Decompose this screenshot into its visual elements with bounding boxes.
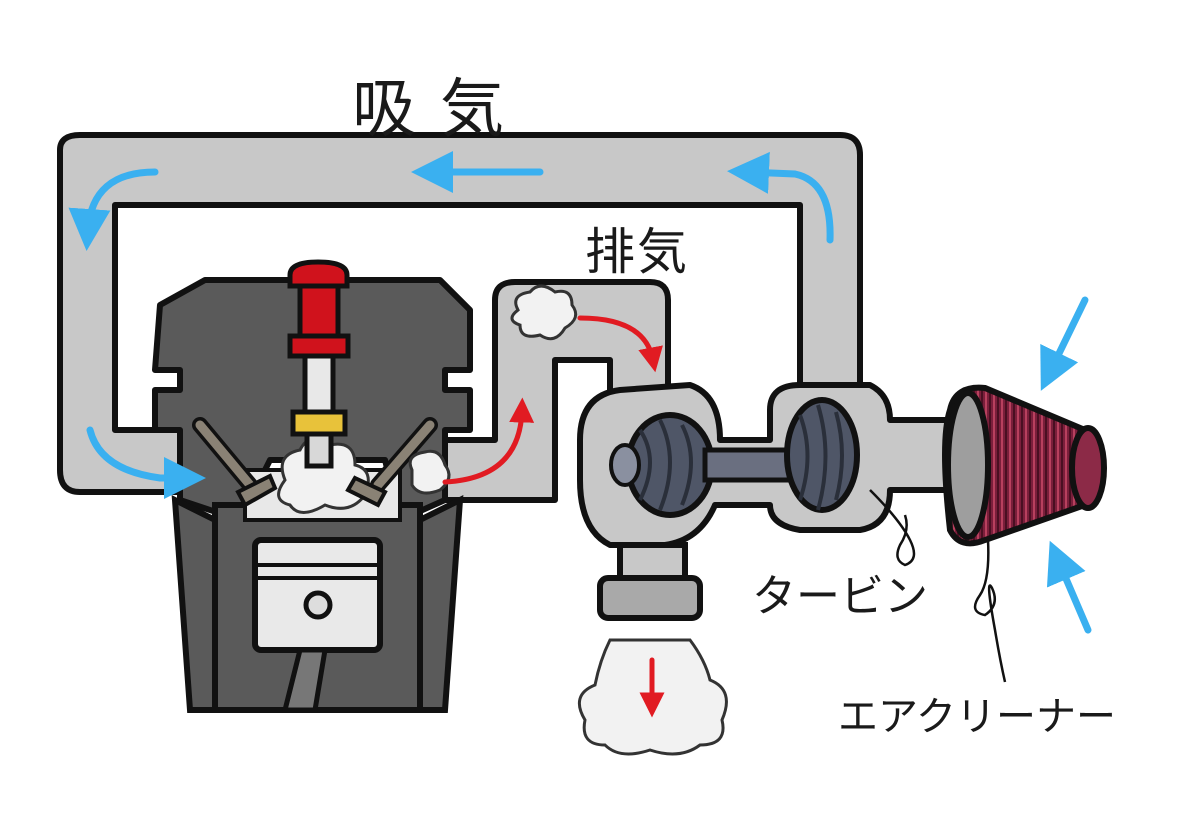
compressor-wheel [784,397,860,513]
turbine-leader-line [869,489,916,567]
air-cleaner [942,384,1107,547]
spark-plug [287,259,351,469]
piston [252,537,383,713]
intake-flow-arrows [68,151,1092,634]
exhaust-label: 排気 [585,223,689,281]
intake-valve [192,417,278,508]
exhaust-valve [345,417,438,508]
air-cleaner-leader-line [973,539,1007,683]
exhaust-flow-arrows [442,315,665,718]
intake-label: 吸気 [352,73,528,147]
turbine-label: タービン [752,571,928,622]
air-cleaner-label: エアクリーナー [838,694,1116,740]
turbine-wheel [609,412,715,518]
exhaust-smoke-puff-inlet [408,284,578,495]
